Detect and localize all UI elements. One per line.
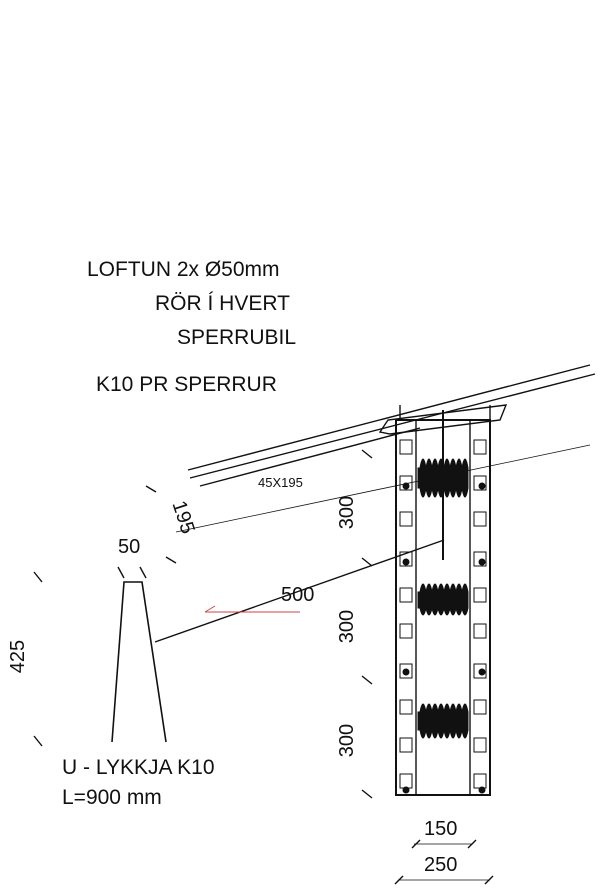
note-pipes: RÖR Í HVERT — [155, 292, 290, 315]
dim-inner-width: 150 — [424, 818, 458, 840]
dim-spacing-1: 300 — [336, 495, 359, 530]
leader-line-stirrup — [154, 539, 445, 643]
insulation-bundles — [417, 458, 469, 739]
rafter-section-label: 45X195 — [258, 475, 303, 490]
stirrup-label: U - LYKKJA K10 — [62, 756, 215, 779]
dim-outer-width: 250 — [424, 854, 458, 876]
column-section — [378, 404, 508, 796]
bundle-3 — [417, 703, 469, 739]
dim-spacing-3: 300 — [336, 723, 359, 758]
u-stirrup-shape — [111, 581, 167, 743]
stirrup-length: L=900 mm — [62, 786, 162, 809]
dim-leg-length: 500 — [281, 584, 315, 606]
dim-stirrup-height: 425 — [7, 639, 30, 674]
spacer-blocks — [399, 439, 487, 789]
bundle-1 — [417, 458, 469, 498]
corner-ties — [402, 482, 486, 794]
dimension-ticks — [33, 449, 494, 885]
note-ventilation: LOFTUN 2x Ø50mm — [87, 258, 280, 281]
note-rafter-space: SPERRUBIL — [177, 326, 297, 349]
note-k10: K10 PR SPERRUR — [96, 373, 277, 396]
roof-lines — [175, 364, 596, 533]
dim-spacing-2: 300 — [336, 609, 359, 644]
bundle-2 — [417, 583, 469, 616]
dim-stirrup-top: 50 — [118, 536, 141, 558]
